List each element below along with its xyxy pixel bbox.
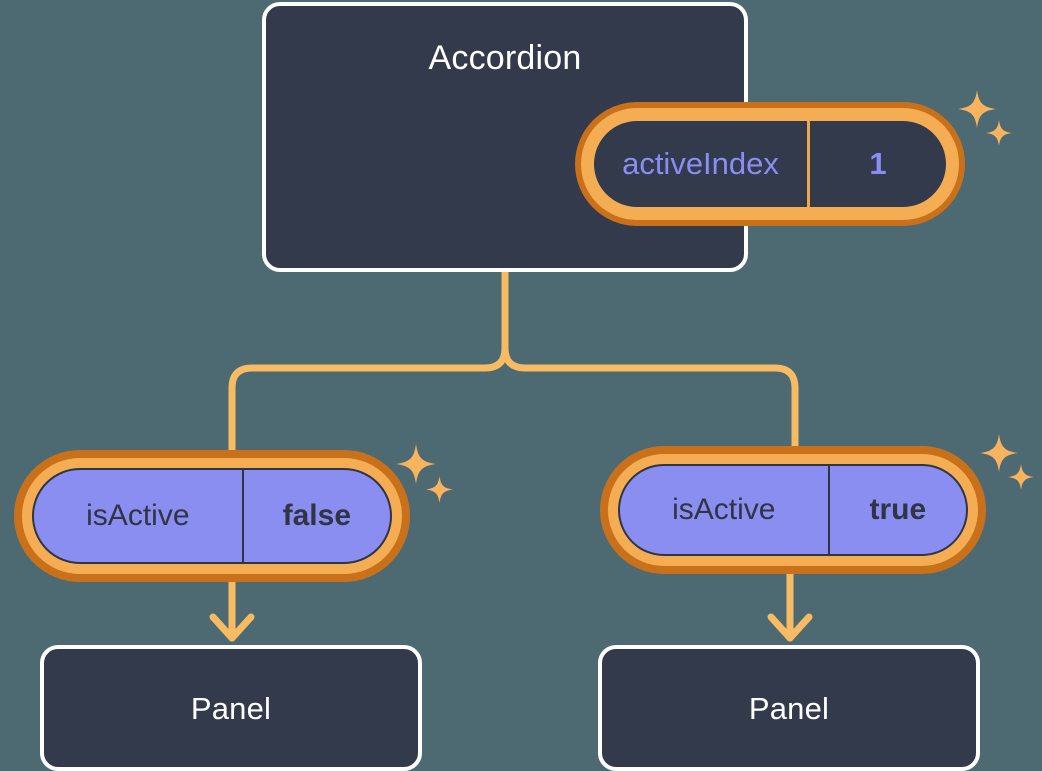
sparkles-activeindex <box>958 90 1018 160</box>
sparkle-small-icon <box>1008 464 1034 490</box>
accordion-component-card[interactable]: Accordion activeIndex 1 <box>262 2 1012 272</box>
pill-body: activeIndex 1 <box>594 121 946 207</box>
state-value-label: 1 <box>869 146 887 181</box>
state-pill-activeindex[interactable]: activeIndex 1 <box>575 102 965 226</box>
panel-card-right[interactable]: Panel <box>598 645 980 771</box>
state-key-label: activeIndex <box>594 121 810 207</box>
state-key-label: isActive <box>34 470 244 562</box>
arrowhead-left-icon <box>209 613 255 642</box>
pill-body: isActive true <box>618 464 968 556</box>
panel-title-left: Panel <box>190 691 272 726</box>
state-key-label: isActive <box>620 466 830 554</box>
sparkle-small-icon <box>986 120 1012 146</box>
sparkle-large-icon <box>396 444 436 484</box>
state-value-label: false <box>282 499 352 532</box>
pill-body: isActive false <box>32 468 392 564</box>
panel-title-right: Panel <box>748 691 830 726</box>
state-value-label: true <box>869 493 927 526</box>
arrowhead-right-icon <box>767 613 813 642</box>
panel-card-left[interactable]: Panel <box>40 645 422 771</box>
connector-branch-left <box>228 344 509 454</box>
sparkles-isactive-right <box>980 434 1042 506</box>
state-pill-isactive-right[interactable]: isActive true <box>600 446 986 574</box>
state-pill-isactive-left[interactable]: isActive false <box>14 450 410 582</box>
sparkle-large-icon <box>980 434 1018 472</box>
page-title: Accordion <box>428 39 582 77</box>
connector-trunk <box>501 268 799 450</box>
sparkle-small-icon <box>426 476 453 503</box>
sparkle-large-icon <box>958 90 996 128</box>
